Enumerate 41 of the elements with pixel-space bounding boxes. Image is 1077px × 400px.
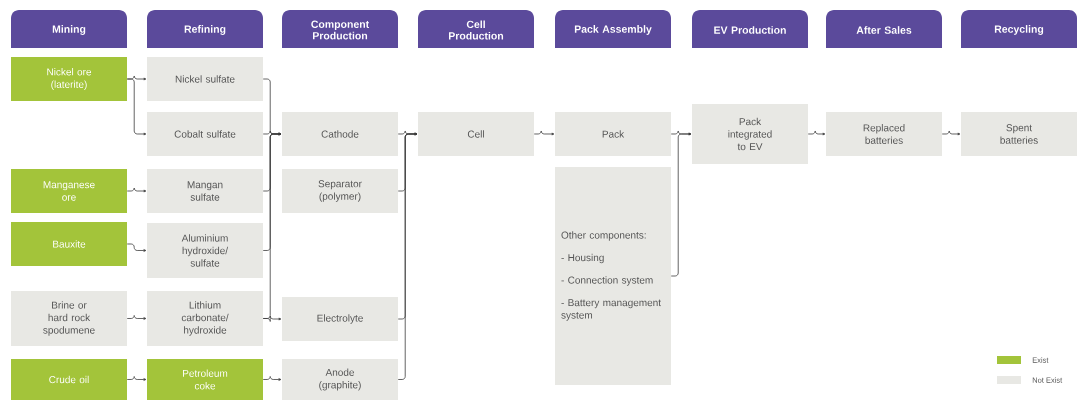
stage-header-tab: Mining bbox=[11, 10, 127, 48]
process-box: Spent batteries bbox=[961, 112, 1077, 156]
process-box: Pack integrated to EV bbox=[692, 104, 808, 164]
process-box: Cobalt sulfate bbox=[147, 112, 263, 156]
process-box: Bauxite bbox=[11, 222, 127, 266]
process-box: Nickel sulfate bbox=[147, 57, 263, 101]
stage-header-tab: Pack Assembly bbox=[555, 10, 671, 48]
stage-header-tab: Cell Production bbox=[418, 10, 534, 48]
process-box: Brine or hard rock spodumene bbox=[11, 291, 127, 346]
stage-header-tab: After Sales bbox=[826, 10, 942, 48]
process-box: Replaced batteries bbox=[826, 112, 942, 156]
process-box: Electrolyte bbox=[282, 297, 398, 341]
arrow bbox=[941, 130, 961, 136]
stage-header-tab: Recycling bbox=[961, 10, 1077, 48]
arrow bbox=[262, 376, 282, 381]
arrow bbox=[670, 132, 692, 277]
process-box: Cathode bbox=[282, 112, 398, 156]
component-list-box: Other components: - Housing - Connection system - Battery management system bbox=[555, 167, 671, 385]
arrow bbox=[126, 376, 147, 381]
process-box: Anode (graphite) bbox=[282, 359, 398, 400]
stage-header-tab: Refining bbox=[147, 10, 263, 48]
process-box: Mangan sulfate bbox=[147, 169, 263, 213]
arrow bbox=[126, 243, 147, 252]
process-box: Manganese ore bbox=[11, 169, 127, 213]
arrow bbox=[126, 187, 147, 193]
stage-header-tab: EV Production bbox=[692, 10, 808, 48]
arrow bbox=[262, 315, 282, 322]
process-box: Separator (polymer) bbox=[282, 169, 398, 213]
process-box: Petroleum coke bbox=[147, 359, 263, 400]
arrow bbox=[126, 315, 147, 320]
arrow bbox=[397, 132, 418, 380]
arrow bbox=[533, 130, 555, 136]
process-box: Lithium carbonate/ hydroxide bbox=[147, 291, 263, 346]
arrow bbox=[807, 130, 826, 136]
process-box: Cell bbox=[418, 112, 534, 156]
process-box: Crude oil bbox=[11, 359, 127, 400]
stage-header-tab: Component Production bbox=[282, 10, 398, 48]
arrow bbox=[126, 78, 147, 136]
process-box: Pack bbox=[555, 112, 671, 156]
process-box: Nickel ore (laterite) bbox=[11, 57, 127, 101]
process-box: Aluminium hydroxide/ sulfate bbox=[147, 223, 263, 278]
